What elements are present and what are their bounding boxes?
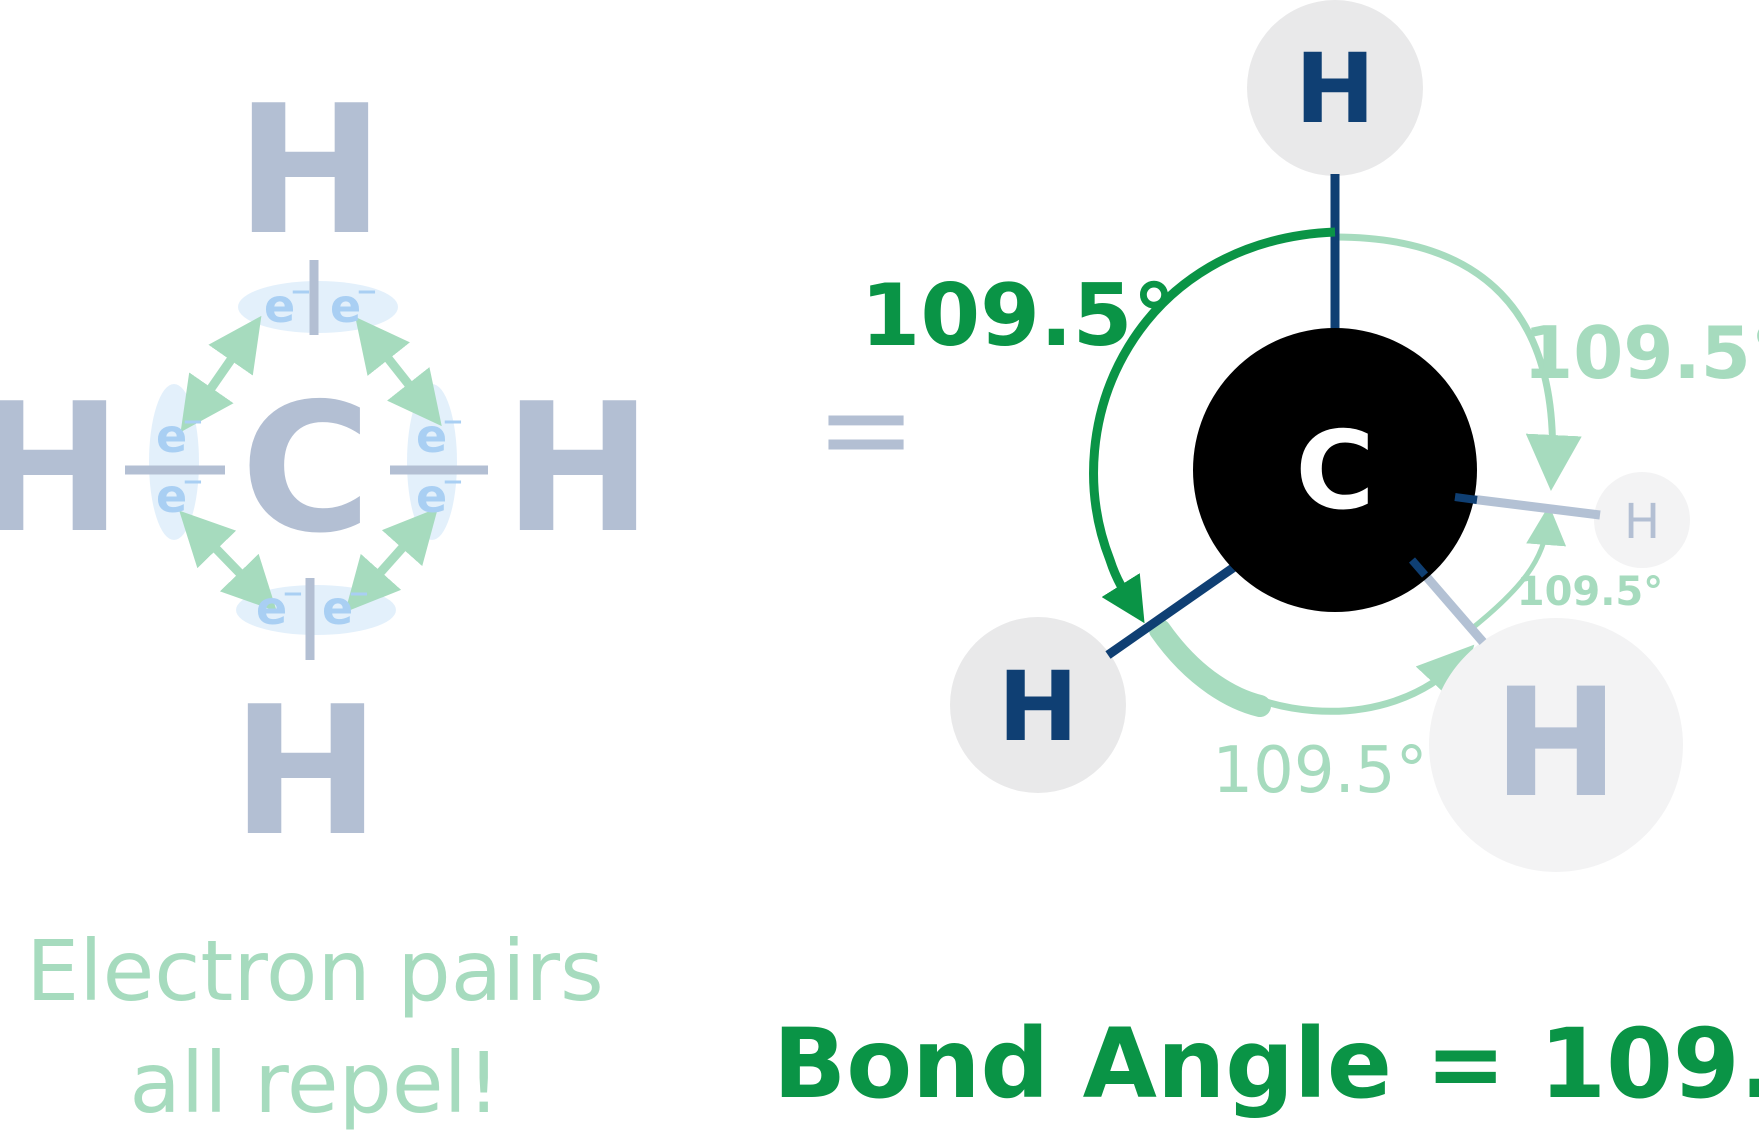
- electron-pair-right: e − e −: [416, 407, 464, 523]
- angle-arc-bottom-thick: [1149, 619, 1271, 717]
- electron-pair-top: e − e −: [264, 277, 378, 333]
- lewis-hydrogen-top: H: [236, 67, 385, 274]
- lewis-hydrogen-bottom: H: [232, 668, 381, 875]
- electron-label: e: [256, 581, 287, 635]
- electron-label: e: [330, 279, 361, 333]
- hydrogen-top-label: H: [1295, 33, 1375, 145]
- repulsion-arrow-top-right: [355, 316, 442, 427]
- electron-label: e: [322, 581, 353, 635]
- electron-charge: −: [442, 467, 464, 497]
- angle-arc-small: [1468, 505, 1567, 632]
- lewis-hydrogen-left: H: [0, 365, 122, 572]
- equals-sign: =: [816, 360, 917, 499]
- caption-line-2: all repel!: [129, 1034, 500, 1132]
- hydrogen-right-label: H: [1624, 494, 1660, 550]
- electron-charge: −: [290, 277, 312, 307]
- angle-arc-main: [1089, 227, 1336, 624]
- hydrogen-left-sphere: [950, 617, 1126, 793]
- repulsion-arrow-bottom-left: [179, 510, 277, 612]
- electron-label: e: [416, 469, 447, 523]
- electron-charge: −: [348, 579, 370, 609]
- electron-charge: −: [182, 467, 204, 497]
- angle-label-small: 109.5°: [1517, 569, 1664, 615]
- electron-label: e: [156, 409, 187, 463]
- electron-label: e: [416, 409, 447, 463]
- lewis-hydrogen-right: H: [504, 365, 653, 572]
- bond-back-large-front: [1408, 557, 1429, 578]
- hydrogen-back-large-sphere: [1429, 618, 1683, 872]
- angle-label-main: 109.5°: [860, 266, 1175, 366]
- electron-pair-left: e − e −: [156, 407, 204, 523]
- hydrogen-top-sphere: [1247, 0, 1423, 176]
- electron-label: e: [264, 279, 295, 333]
- methane-3d-model: C H H H H 109.5° 109.5° 109.5° 109.5°: [860, 0, 1759, 872]
- electron-pair-bottom: e − e −: [256, 579, 370, 635]
- carbon-label: C: [1295, 409, 1374, 534]
- caption-line-1: Electron pairs: [26, 922, 604, 1020]
- hydrogen-left-label: H: [998, 651, 1078, 763]
- electron-label: e: [156, 469, 187, 523]
- hydrogen-back-small-sphere: [1594, 472, 1690, 568]
- angle-label-right: 109.5°: [1523, 311, 1759, 395]
- lewis-structure: H H H H C e − e − e − e − e − e − e − e …: [0, 67, 652, 875]
- carbon-sphere: [1193, 328, 1477, 612]
- repulsion-arrow-bottom-right: [345, 507, 438, 613]
- angle-label-bottom: 109.5°: [1212, 734, 1427, 808]
- lewis-carbon: C: [241, 365, 372, 572]
- hydrogen-back-label: H: [1493, 657, 1619, 831]
- electron-charge: −: [282, 579, 304, 609]
- repulsion-arrow-top-left: [180, 315, 262, 433]
- bond-angle-title: Bond Angle = 109.5°: [773, 1008, 1759, 1120]
- bond-back-small-front: [1454, 493, 1478, 504]
- angle-arc-right: [1334, 233, 1582, 491]
- bond-left: [1105, 559, 1243, 659]
- electron-charge: −: [182, 407, 204, 437]
- bond-back-small: [1454, 492, 1601, 520]
- electron-charge: −: [356, 277, 378, 307]
- electron-charge: −: [442, 407, 464, 437]
